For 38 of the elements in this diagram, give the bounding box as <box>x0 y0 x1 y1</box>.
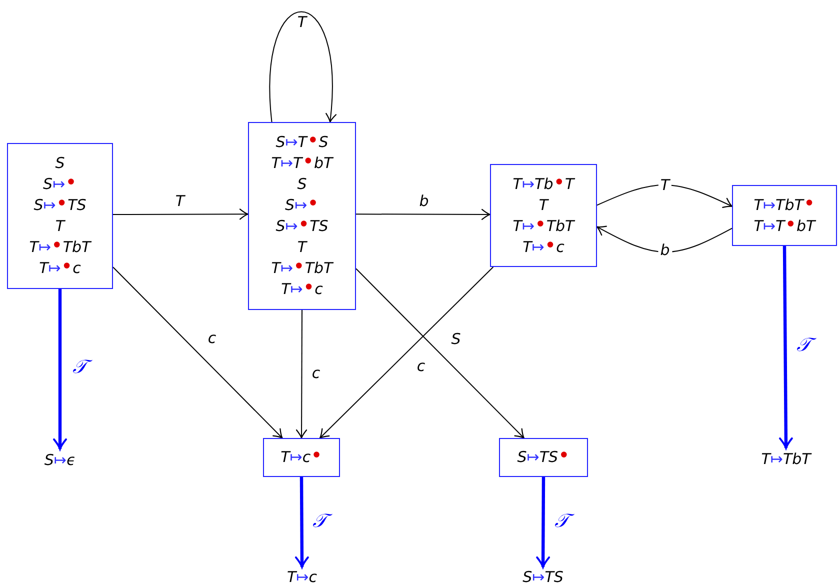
production-rule: S↦•TS <box>34 195 86 216</box>
production-rule: S↦ϵ <box>44 450 76 470</box>
production-rule: T↦c• <box>280 447 322 468</box>
edge-label: S <box>449 331 463 347</box>
state-box <box>732 185 837 246</box>
production-rule: T↦•TbT <box>29 237 91 258</box>
state-box <box>248 122 356 310</box>
production-rule: T↦Tb•T <box>512 174 574 194</box>
state-box <box>490 164 597 267</box>
production-rule: S↦•TS <box>276 216 328 237</box>
production-rule: T↦•c <box>39 258 81 279</box>
production-rule: T↦T•bT <box>754 216 816 236</box>
production-rule: T↦•c <box>281 279 323 300</box>
production-rule: T↦T•bT <box>271 153 333 174</box>
production-rule: T↦c <box>287 566 317 587</box>
production-rule: T↦•TbT <box>512 216 574 236</box>
production-rule: S↦• <box>285 195 319 216</box>
edge-label: b <box>417 193 431 209</box>
state-box <box>7 143 113 289</box>
production-rule: S↦• <box>43 174 77 195</box>
symbol-label: S <box>55 153 65 174</box>
production-rule: T↦•TbT <box>271 258 333 279</box>
production-rule: S↦TS• <box>517 447 570 468</box>
production-rule: T↦TbT• <box>754 194 816 216</box>
symbol-label: T <box>297 237 307 258</box>
production-rule: S↦T•S <box>276 132 328 153</box>
edge-label: T <box>658 177 672 193</box>
edge-label: b <box>658 242 672 258</box>
symbol-label: S <box>297 174 307 195</box>
edge-label: T <box>295 14 309 30</box>
symbol-label: T <box>55 216 65 237</box>
state-box <box>499 438 588 477</box>
production-rule: T↦TbT <box>761 448 811 470</box>
edge-label: T <box>173 193 187 209</box>
symbol-label: T <box>538 194 548 216</box>
production-rule: T↦•c <box>522 236 564 258</box>
state-box <box>263 438 340 477</box>
production-rule: S↦TS <box>522 566 564 587</box>
